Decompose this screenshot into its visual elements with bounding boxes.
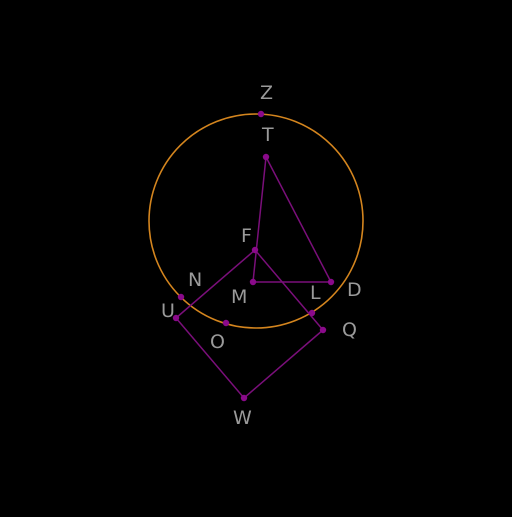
label-Z: Z [260,82,273,104]
point-T [262,153,270,161]
circle [148,113,364,329]
label-F: F [241,225,252,247]
point-D [327,278,335,286]
segment-T-D [265,156,332,283]
point-F [251,246,259,254]
label-N: N [188,269,202,291]
segment-T-M [252,156,267,283]
label-L: L [310,282,321,304]
point-L [308,309,316,317]
label-W: W [233,407,252,429]
point-M [249,278,257,286]
label-T: T [261,124,274,146]
label-D: D [347,279,362,301]
point-N [177,293,185,301]
point-O [222,319,230,327]
point-W [240,394,248,402]
label-U: U [161,300,175,322]
segment-F-U [175,249,256,319]
segment-U-W [175,317,245,399]
point-U [172,314,180,322]
segment-W-Q [243,329,324,399]
point-Q [319,326,327,334]
label-Q: Q [342,319,357,341]
segment-F-Q [254,249,324,331]
point-Z [257,110,265,118]
label-M: M [231,286,247,308]
label-O: O [210,331,225,353]
